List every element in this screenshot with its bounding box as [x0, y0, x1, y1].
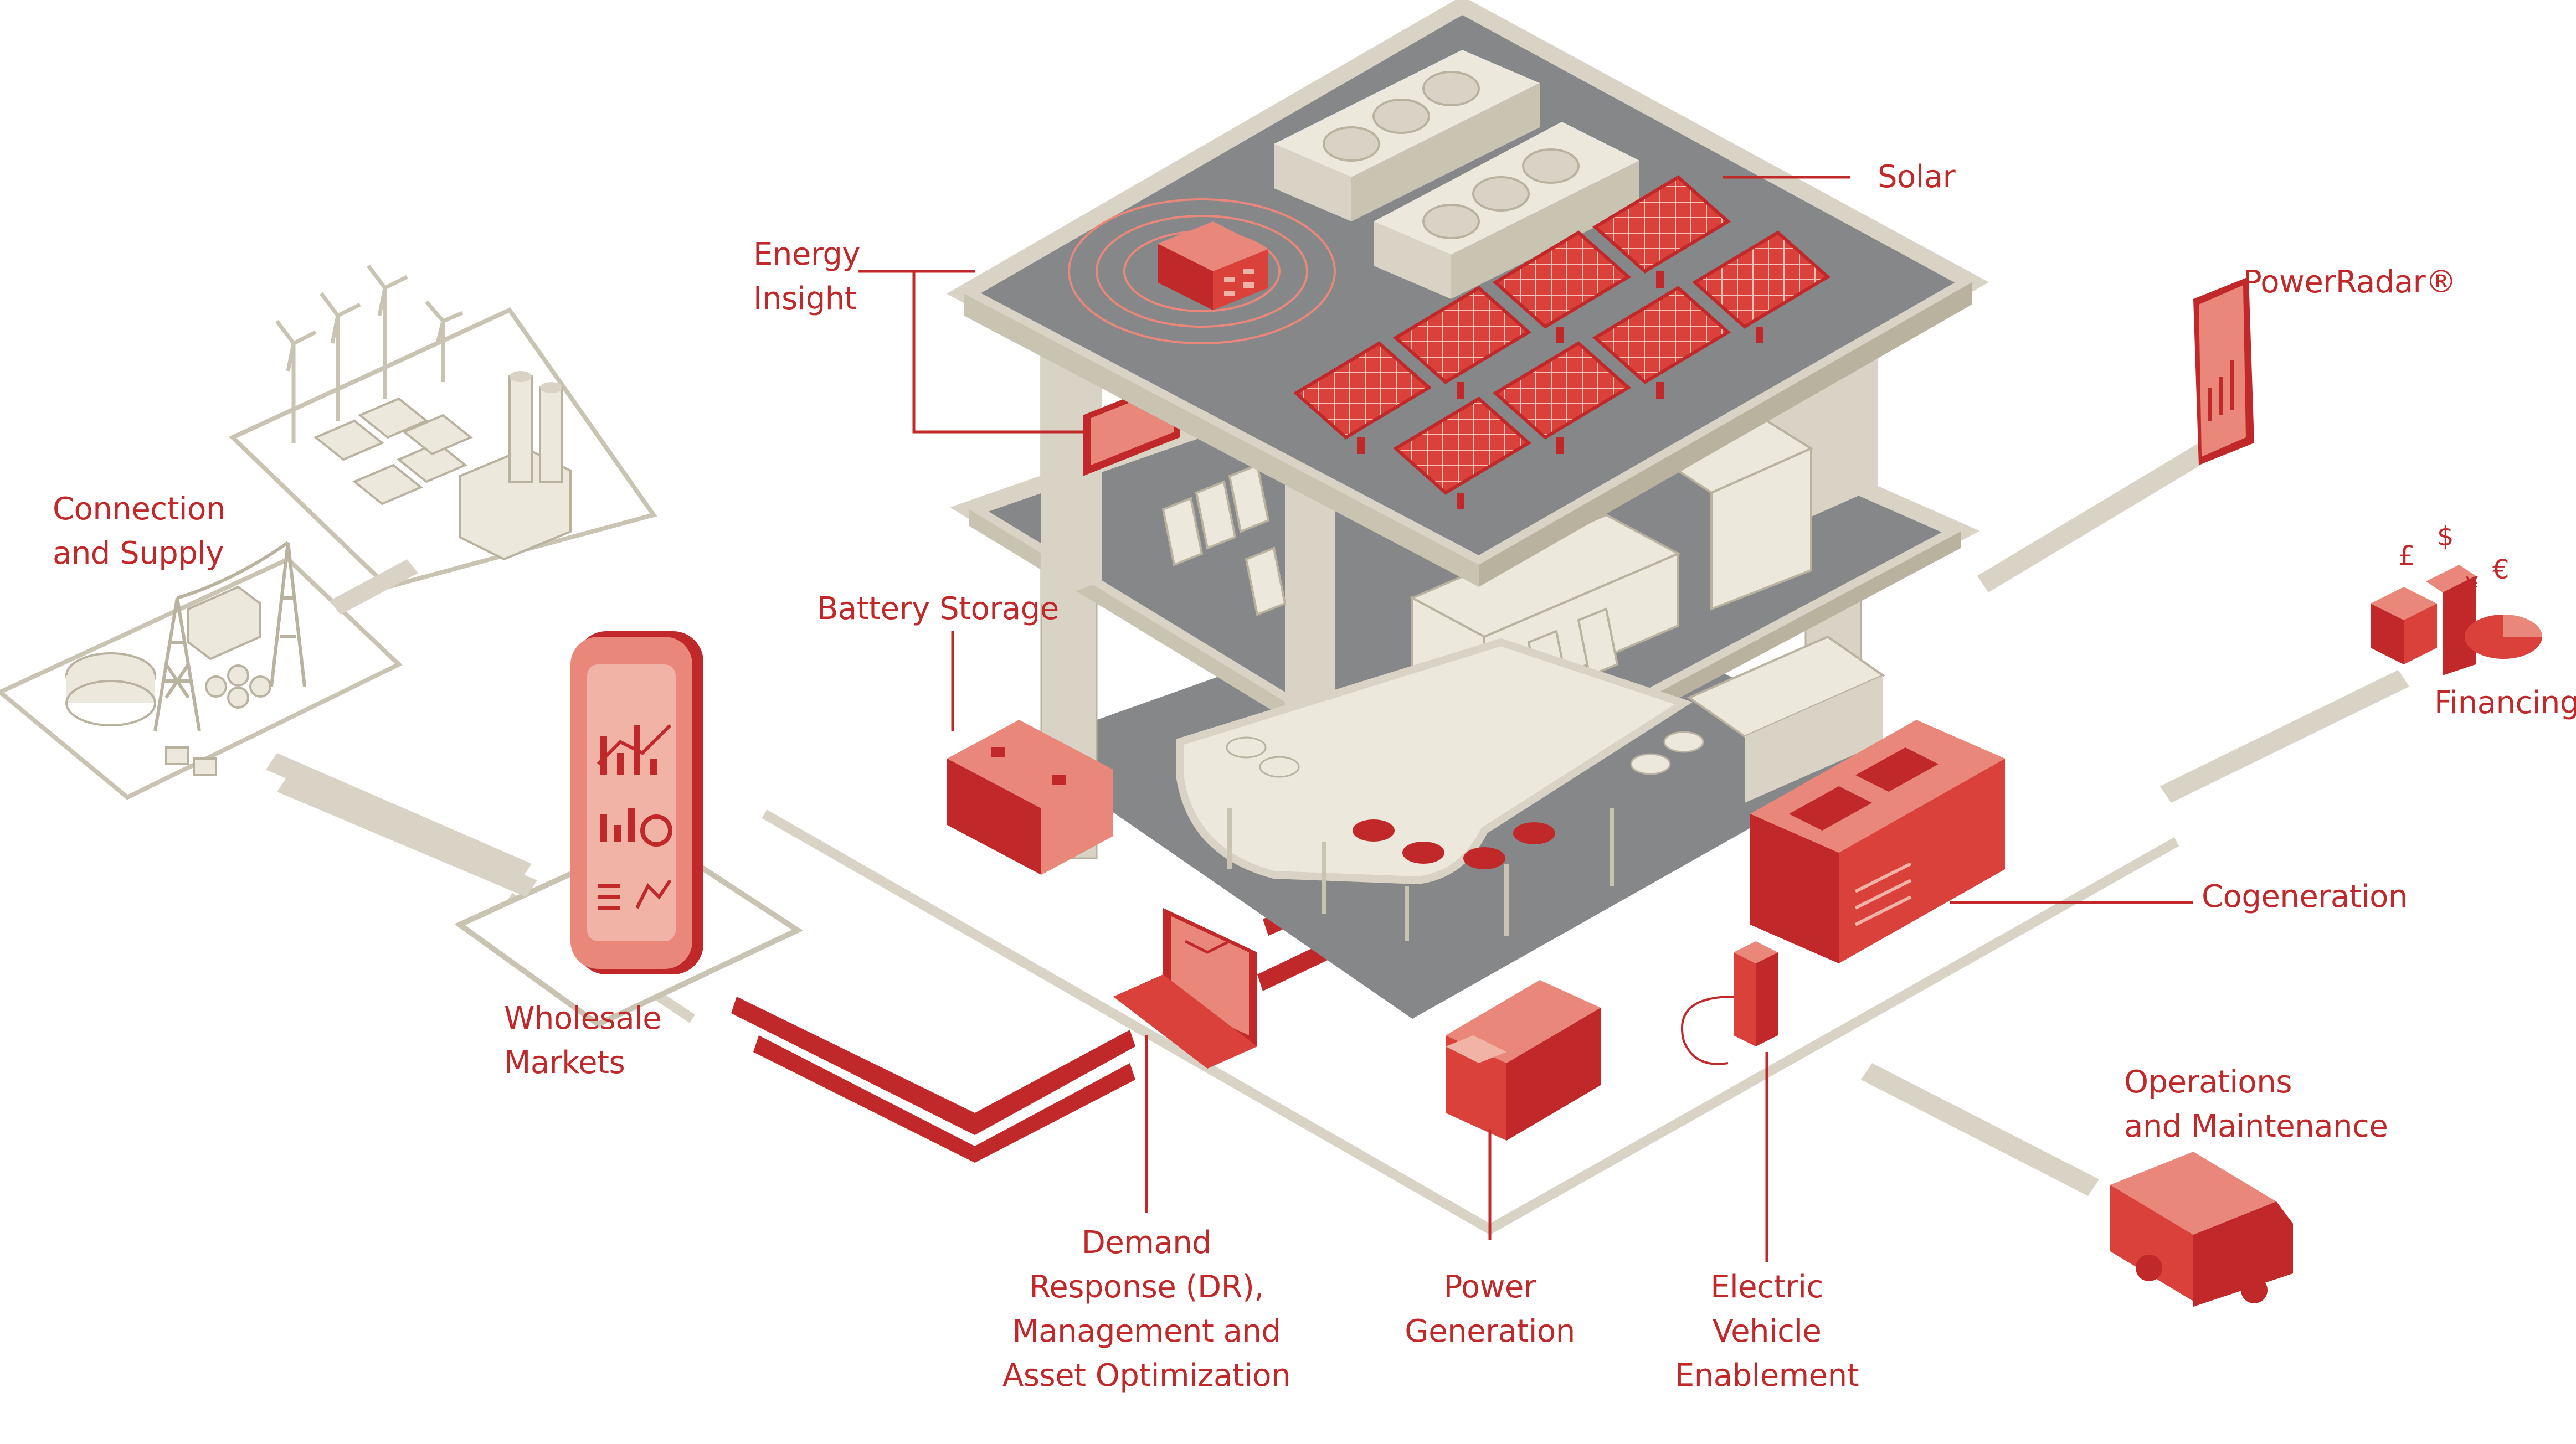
factory-icon — [459, 371, 572, 561]
rooftop-solar-panels — [1293, 175, 1831, 509]
office-chairs — [1161, 463, 1619, 721]
leader-lines — [858, 176, 2193, 1262]
pound-icon: £ — [2398, 540, 2415, 571]
connection-supply-group — [0, 264, 657, 800]
hvac-unit-icon — [1274, 50, 1639, 299]
battery-storage-icon — [947, 720, 1113, 875]
label-solar: Solar — [1878, 159, 1956, 195]
euro-icon: € — [2492, 554, 2510, 585]
label-wholesale-markets: Wholesale Markets — [504, 1001, 662, 1081]
power-generation-icon — [1446, 980, 1601, 1141]
ground-solar-panels — [313, 397, 473, 506]
kitchen-counter — [1176, 635, 1886, 941]
yen-icon: ¥ — [2465, 573, 2479, 598]
ev-charger-icon — [1680, 941, 1778, 1065]
cogeneration-unit-icon — [1750, 720, 2005, 963]
label-energy-insight: Energy Insight — [753, 236, 861, 317]
smartphone-wholesale-icon — [570, 631, 703, 974]
label-power-generation: Power Generation — [1405, 1269, 1575, 1349]
building — [946, 0, 1989, 1019]
energy-insight-device-icon — [1068, 198, 1336, 344]
label-battery-storage: Battery Storage — [817, 591, 1059, 627]
label-financing: Financing — [2434, 685, 2576, 721]
wind-turbine-icon — [275, 264, 464, 443]
label-powerradar: PowerRadar® — [2243, 264, 2456, 300]
financing-icon: £ $ ¥ € — [2371, 521, 2542, 675]
smartphone-powerradar-icon — [2193, 277, 2254, 465]
label-cogeneration: Cogeneration — [2202, 879, 2408, 915]
transmission-tower-icon — [153, 541, 306, 731]
label-connection-supply: Connection and Supply — [53, 491, 225, 571]
lower-platform — [0, 556, 403, 800]
flow-arrows-gray — [266, 443, 2409, 1196]
service-van-icon — [2110, 1152, 2293, 1307]
label-operations-maintenance: Operations and Maintenance — [2124, 1064, 2388, 1144]
substation-box-icon — [165, 585, 271, 776]
label-ev-enablement: Electric Vehicle Enablement — [1674, 1269, 1859, 1394]
label-demand-response: Demand Response (DR), Management and Ass… — [1002, 1225, 1291, 1394]
dollar-icon: $ — [2437, 521, 2454, 552]
laptop-icon — [1113, 908, 1257, 1069]
storage-tank-icon — [65, 652, 156, 726]
